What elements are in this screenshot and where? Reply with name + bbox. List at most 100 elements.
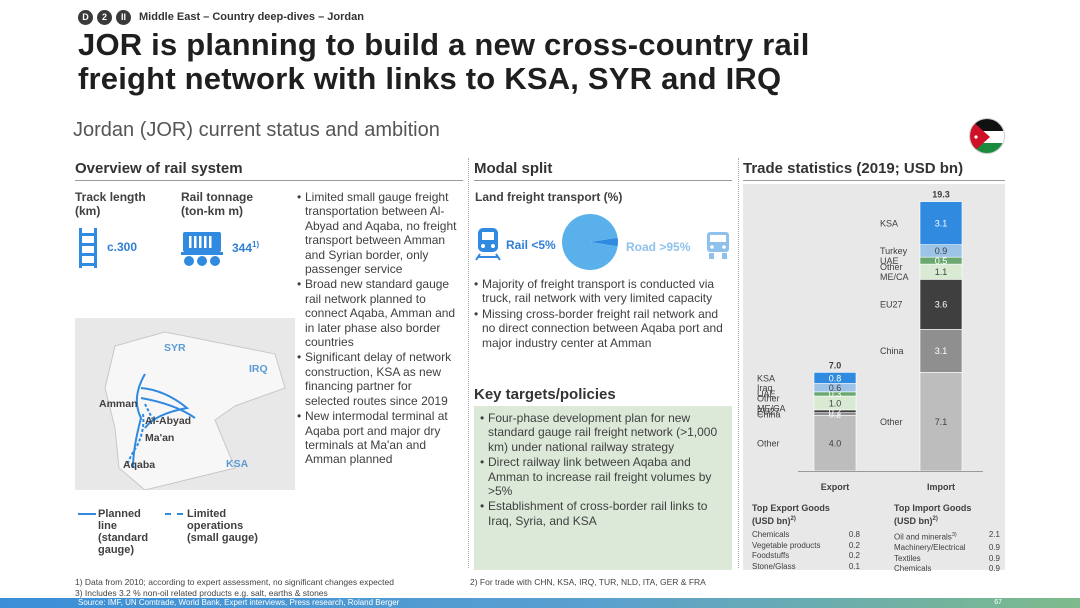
list-item: Broad new standard gauge rail network pl… <box>297 277 457 349</box>
bar-total-label: 7.0 <box>829 360 842 370</box>
import-good-value: 0.9 <box>988 553 1000 563</box>
rail-overview-title: Overview of rail system <box>75 160 243 177</box>
list-item: Oil and minerals3) 2.1 <box>894 530 1000 543</box>
segment-name-label: Other <box>757 439 780 449</box>
track-length-label: Track length (km) <box>75 190 146 218</box>
page-number: 67 <box>994 599 1002 606</box>
breadcrumb-pill-2: 2 <box>97 9 112 25</box>
footnote-2: 2) For trade with CHN, KSA, IRQ, TUR, NL… <box>470 577 706 587</box>
key-targets-title: Key targets/policies <box>474 386 616 403</box>
track-length-value: c.300 <box>107 240 138 254</box>
bar-value-label: 7.1 <box>935 417 948 427</box>
bar-value-label: 3.1 <box>935 218 948 228</box>
rail-tonnage-footnote-ref: 1) <box>252 240 260 249</box>
segment-name-label: UAE <box>757 389 776 399</box>
map-label-amman: Amman <box>99 398 138 410</box>
top-export-title: Top Export Goods (USD bn)2) <box>752 503 860 527</box>
page-title-line-1: JOR is planning to build a new cross-cou… <box>78 27 810 62</box>
trade-divider <box>743 180 1005 181</box>
import-good-name: Machinery/Electrical <box>894 543 966 553</box>
bar-value-label: 0.3 <box>829 389 842 399</box>
legend-planned-line <box>78 513 96 515</box>
import-good-value: 2.1 <box>988 530 1000 539</box>
bar-value-label: 1.0 <box>829 398 842 408</box>
bar-value-label: 0.5 <box>935 256 948 266</box>
import-good-name: Oil and minerals3) <box>894 532 957 542</box>
map-label-maan: Ma'an <box>145 432 175 444</box>
breadcrumb-pill-d: D <box>78 9 93 25</box>
modal-split-title: Modal split <box>474 160 553 177</box>
footnote-3: 3) Includes 3.2 % non-oil related produc… <box>75 588 328 598</box>
list-item: Majority of freight transport is conduct… <box>474 277 732 306</box>
list-item: New intermodal terminal at Aqaba port an… <box>297 409 457 467</box>
footer-bar <box>0 598 1080 608</box>
legend-limited-line <box>165 513 183 515</box>
modal-split-pie <box>562 214 618 270</box>
export-good-name: Vegetable products <box>752 540 821 550</box>
bar-segment <box>919 329 963 373</box>
bar-segment <box>919 372 963 472</box>
list-item: Missing cross-border freight rail networ… <box>474 307 732 350</box>
segment-name-label: UAE <box>880 256 899 266</box>
bar-value-label: 3.6 <box>935 300 948 310</box>
export-good-name: Chemicals <box>752 530 790 539</box>
bar-total-label: 19.3 <box>932 190 950 200</box>
segment-name-label: EU27 <box>880 300 903 310</box>
import-good-name: Chemicals <box>894 564 932 574</box>
segment-name-label: Other <box>757 393 780 403</box>
bar-value-label: 3.1 <box>935 346 948 356</box>
page-subtitle: Jordan (JOR) current status and ambition <box>73 119 440 141</box>
bar-value-label: 4.0 <box>829 439 842 449</box>
bar-value-label: 0.2 <box>829 409 842 419</box>
list-item: Four-phase development plan for new stan… <box>480 411 728 454</box>
bar-value-label: 0.8 <box>829 373 842 383</box>
map-label-irq: IRQ <box>249 363 268 375</box>
segment-name-label: KSA <box>880 218 898 228</box>
source-note: Source: IMF, UN Comtrade, World Bank, Ex… <box>78 598 400 607</box>
top-import-footnote-ref: 2) <box>932 516 938 522</box>
segment-name-label: ME/CA <box>757 403 786 413</box>
export-good-value: 0.2 <box>848 551 860 560</box>
legend-planned-label: Planned line (standard gauge) <box>98 508 149 556</box>
map-label-al-abyad: Al-Abyad <box>145 415 192 427</box>
segment-name-label: China <box>880 346 904 356</box>
map-label-syr: SYR <box>164 342 186 354</box>
footnote-1: 1) Data from 2010; according to expert a… <box>75 577 394 587</box>
truck-icon <box>703 230 733 265</box>
rail-tonnage-number: 344 <box>232 241 253 255</box>
modal-split-bullets: Majority of freight transport is conduct… <box>474 277 732 351</box>
bar-value-label: 0.9 <box>935 246 948 256</box>
column-separator <box>468 158 469 568</box>
top-import-title: Top Import Goods (USD bn)2) <box>894 503 1000 527</box>
segment-name-label: China <box>757 409 781 419</box>
segment-name-label: Iraq <box>757 383 773 393</box>
rail-bullets: Limited small gauge freight transportati… <box>297 190 457 468</box>
breadcrumb-pill-ii: II <box>116 9 131 25</box>
modal-split-divider <box>474 180 732 181</box>
top-import-title-text: Top Import Goods (USD bn) <box>894 503 972 526</box>
list-item: Direct railway link between Aqaba and Am… <box>480 455 728 498</box>
land-freight-title: Land freight transport (%) <box>475 190 623 204</box>
segment-name-label: Other <box>880 262 903 272</box>
jordan-rail-map: SYR IRQ KSA Amman Al-Abyad Ma'an Aqaba <box>75 318 295 491</box>
segment-name-label: ME/CA <box>880 272 909 282</box>
rail-tonnage-label: Rail tonnage (ton-km m) <box>181 190 254 218</box>
legend-limited-label: Limited operations (small gauge) <box>187 508 258 544</box>
category-label: Import <box>927 482 955 492</box>
top-export-footnote-ref: 2) <box>790 516 796 522</box>
bar-value-label: 0.2 <box>829 407 842 417</box>
bar-segment <box>813 372 857 384</box>
key-targets-box: Four-phase development plan for new stan… <box>474 406 732 570</box>
page-title-line-2: freight network with links to KSA, SYR a… <box>78 61 782 96</box>
key-targets-list: Four-phase development plan for new stan… <box>474 406 732 528</box>
rail-track-icon <box>76 228 100 273</box>
breadcrumb: D 2 II Middle East – Country deep-dives … <box>78 9 364 25</box>
import-good-value: 0.9 <box>988 543 1000 553</box>
